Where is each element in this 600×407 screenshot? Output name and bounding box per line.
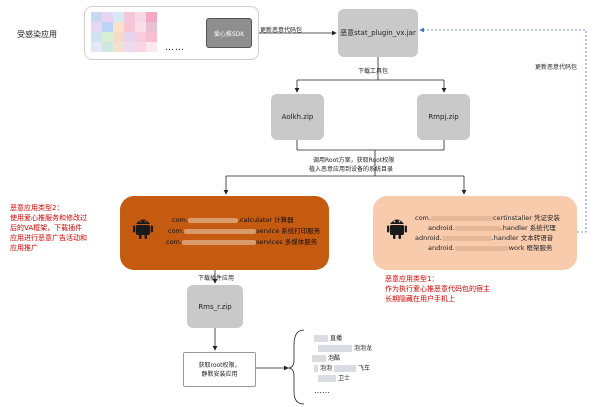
app-name: 直播 — [330, 335, 343, 342]
package-suffix: .handler 系统代理 — [500, 224, 556, 232]
type1-package: com. certinstaller 凭证安装 — [415, 212, 560, 222]
type1-desc-line: 作为执行爱心推恶意代码包的宿主 — [385, 285, 490, 293]
type1-description: 恶意应用类型1： 作为执行爱心推恶意代码包的宿主 长期隐藏在用户手机上 — [385, 274, 490, 304]
package-suffix: services 多媒体服务 — [255, 238, 318, 246]
infected-apps-box: …… 爱心推SDK — [84, 6, 259, 60]
edge-label-download-tools: 下载工具包 — [358, 68, 389, 75]
redacted — [454, 225, 501, 231]
type1-title: 恶意应用类型1： — [385, 275, 439, 283]
infected-app-icons — [91, 12, 157, 52]
infected-apps-label: 受感染应用 — [17, 30, 57, 39]
app-name: 泡泡 — [320, 365, 333, 372]
redacted — [314, 335, 328, 342]
package-prefix: com. — [166, 238, 182, 246]
type1-package: adnroid. .handler 文本转语音 — [415, 232, 553, 242]
package-prefix: adnroid. — [415, 234, 442, 242]
redacted — [454, 245, 509, 251]
package-suffix: certinstaller 凭证安装 — [492, 214, 560, 222]
package-suffix: service 系统打印服务 — [255, 227, 321, 235]
package-suffix: work 框架服务 — [508, 244, 553, 252]
aolkh-zip-node: Aolkh.zip — [271, 94, 324, 140]
redacted — [312, 355, 326, 362]
package-suffix: .handler 文本转语音 — [491, 234, 554, 242]
root-install-line: 静默安装应用 — [201, 370, 238, 378]
package-suffix: .calculator 计算器 — [237, 216, 294, 224]
redacted — [334, 365, 357, 372]
redacted — [318, 345, 352, 352]
app-name: 泡酷 — [328, 355, 341, 362]
rms-zip-node: Rms_r.zip — [187, 285, 243, 328]
redacted — [441, 235, 492, 241]
package-prefix: com. — [415, 214, 431, 222]
app-name: 泡泡龙 — [354, 345, 373, 352]
root-install-line: 获取root权限， — [198, 361, 241, 369]
type2-description: 恶意应用类型2： 使用爱心推服务和修改过 后的VA框架，下载插件 应用进行恶意广… — [10, 203, 87, 253]
list-item: 泡泡龙 — [318, 343, 372, 352]
redacted — [181, 239, 256, 245]
app-name: 卫士 — [338, 375, 351, 382]
type1-node: com. certinstaller 凭证安装 android. .handler … — [373, 196, 577, 270]
list-item: 卫士 — [318, 373, 350, 382]
android-icon — [387, 219, 407, 239]
edge-label-root-1: 调用Root方案，获取Root权限 — [313, 157, 395, 164]
android-icon — [133, 219, 153, 239]
edge-label-update: 更新恶意代码包 — [260, 27, 303, 34]
type2-node: com. .calculator 计算器 com. service 系统打印服务 c… — [120, 196, 329, 270]
edge-label-download-plugin: 下载插件应用 — [198, 275, 235, 282]
type2-title: 恶意应用类型2： — [10, 204, 64, 212]
redacted — [430, 215, 493, 221]
type2-desc-line: 应用进行恶意广告活动和 — [10, 234, 87, 242]
apps-ellipsis: …… — [314, 386, 330, 395]
edge-label-update-right: 更新恶意代码包 — [535, 64, 578, 71]
type1-package: android. work 框架服务 — [428, 242, 553, 252]
edge-label-root-2: 植入恶意应用到设备的系统目录 — [309, 166, 394, 173]
list-item: 泡泡 飞车 — [314, 363, 370, 372]
type2-package: com. .calculator 计算器 — [172, 214, 294, 224]
installed-apps-list: 直播 泡泡龙 泡酷 泡泡 飞车 卫士 …… — [308, 330, 388, 404]
type2-desc-line: 使用爱心推服务和修改过 — [10, 214, 87, 222]
redacted — [183, 228, 256, 234]
redacted — [318, 375, 336, 382]
type2-package: com. services 多媒体服务 — [166, 236, 317, 246]
list-item: 泡酷 — [312, 353, 340, 362]
jar-node: 恶意stat_plugin_vx.jar — [338, 9, 418, 57]
type2-package: com. service 系统打印服务 — [168, 225, 320, 235]
sdk-node: 爱心推SDK — [206, 18, 252, 48]
redacted — [314, 365, 318, 372]
type2-desc-line: 应用推广 — [10, 244, 38, 252]
package-prefix: android. — [428, 224, 455, 232]
redacted — [187, 217, 238, 223]
app-name: 飞车 — [358, 365, 371, 372]
infected-apps-ellipsis: …… — [165, 43, 185, 53]
edge-update-loop — [419, 27, 587, 233]
package-prefix: com. — [172, 216, 188, 224]
package-prefix: com. — [168, 227, 184, 235]
type1-package: android. .handler 系统代理 — [428, 222, 556, 232]
package-prefix: android. — [428, 244, 455, 252]
type1-desc-line: 长期隐藏在用户手机上 — [385, 295, 455, 303]
root-install-node: 获取root权限， 静默安装应用 — [183, 352, 256, 387]
rmpj-zip-node: Rmpj.zip — [417, 94, 470, 140]
apps-bracket — [287, 329, 305, 405]
type2-desc-line: 后的VA框架，下载插件 — [10, 224, 83, 232]
list-item: 直播 — [314, 333, 342, 342]
